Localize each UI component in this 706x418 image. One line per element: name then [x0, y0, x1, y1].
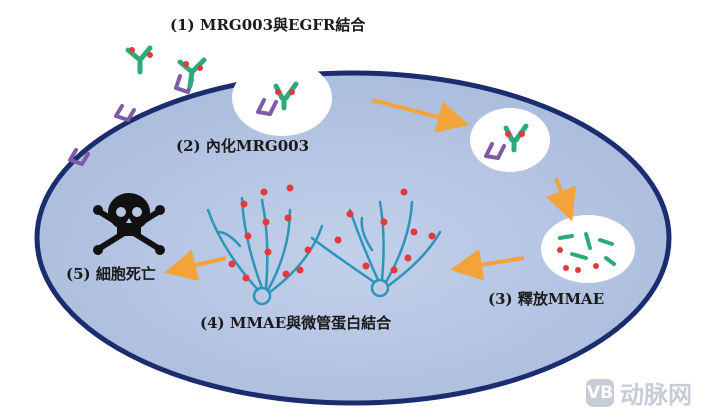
adc-antibody — [177, 57, 207, 89]
step-2-label: (2) 內化MRG003 — [176, 137, 310, 155]
step-1-label: (1) MRG003與EGFR結合 — [170, 16, 366, 34]
mmae-bound-dots — [228, 184, 436, 282]
arrow-2-to-lysosome — [371, 98, 470, 133]
released-mmae — [557, 232, 616, 273]
watermark: VB 动脉网 — [586, 375, 692, 410]
arrow-to-microtubule — [450, 249, 525, 281]
egfr-receptor — [68, 148, 90, 166]
skull-crossbones-icon — [93, 193, 165, 255]
watermark-text: 动脉网 — [620, 381, 692, 409]
lysosome-adc — [484, 123, 529, 160]
step-4-label: (4) MMAE與微管蛋白結合 — [200, 314, 392, 332]
release-vesicle — [541, 215, 635, 283]
internalized-adc — [256, 81, 299, 116]
watermark-logo-icon: VB — [586, 378, 614, 407]
process-arrows — [164, 98, 576, 281]
step-5-label: (5) 細胞死亡 — [66, 265, 156, 283]
arrow-to-release — [545, 177, 576, 222]
microtubule-cluster-right — [310, 200, 442, 298]
egfr-receptor — [114, 104, 136, 122]
arrow-to-death — [164, 249, 227, 281]
step-3-label: (3) 釋放MMAE — [488, 290, 605, 308]
adc-antibody — [125, 45, 153, 75]
